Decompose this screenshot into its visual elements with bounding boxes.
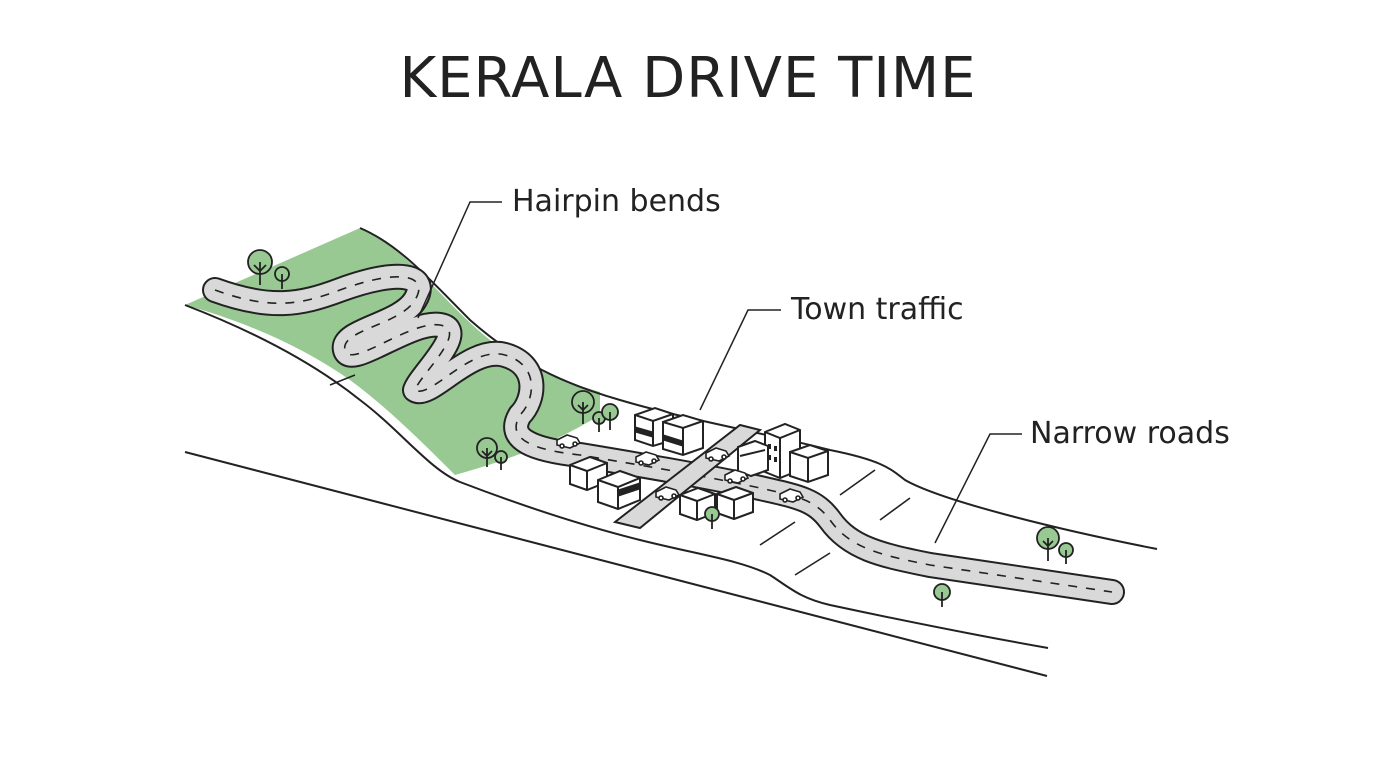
tree-6 xyxy=(476,437,498,467)
trees xyxy=(247,249,1074,607)
car-6 xyxy=(779,488,805,503)
label-hairpin-bends: Hairpin bends xyxy=(512,184,721,219)
tree-11 xyxy=(933,583,951,607)
building-shop-2 xyxy=(662,413,704,457)
tree-9 xyxy=(1036,526,1060,561)
buildings xyxy=(569,406,829,522)
tree-5 xyxy=(601,403,619,430)
callout-line-narrow xyxy=(934,433,1022,544)
building-shop-3 xyxy=(737,439,769,478)
car-5 xyxy=(655,486,681,501)
callout-lines xyxy=(417,201,1022,544)
field-hatching xyxy=(329,374,911,576)
terrain-lines xyxy=(184,227,1158,677)
label-narrow-roads: Narrow roads xyxy=(1030,416,1230,451)
tree-3 xyxy=(571,390,595,424)
callout-line-town xyxy=(699,309,781,411)
tree-8 xyxy=(704,506,720,529)
hairpin-road xyxy=(202,263,1125,605)
cars xyxy=(556,434,805,503)
car-4 xyxy=(724,469,750,484)
diagram-title: KERALA DRIVE TIME xyxy=(399,46,977,111)
car-3 xyxy=(705,447,731,462)
tree-2 xyxy=(274,266,290,289)
tree-10 xyxy=(1058,542,1074,564)
car-2 xyxy=(635,451,661,466)
tree-1 xyxy=(247,249,273,285)
building-block-4 xyxy=(716,485,754,521)
callout-line-hairpin xyxy=(417,201,502,319)
building-shop-4 xyxy=(789,443,829,484)
car-1 xyxy=(556,434,582,449)
tree-7 xyxy=(494,450,508,470)
label-town-traffic: Town traffic xyxy=(791,292,964,327)
building-block-2 xyxy=(597,469,641,511)
